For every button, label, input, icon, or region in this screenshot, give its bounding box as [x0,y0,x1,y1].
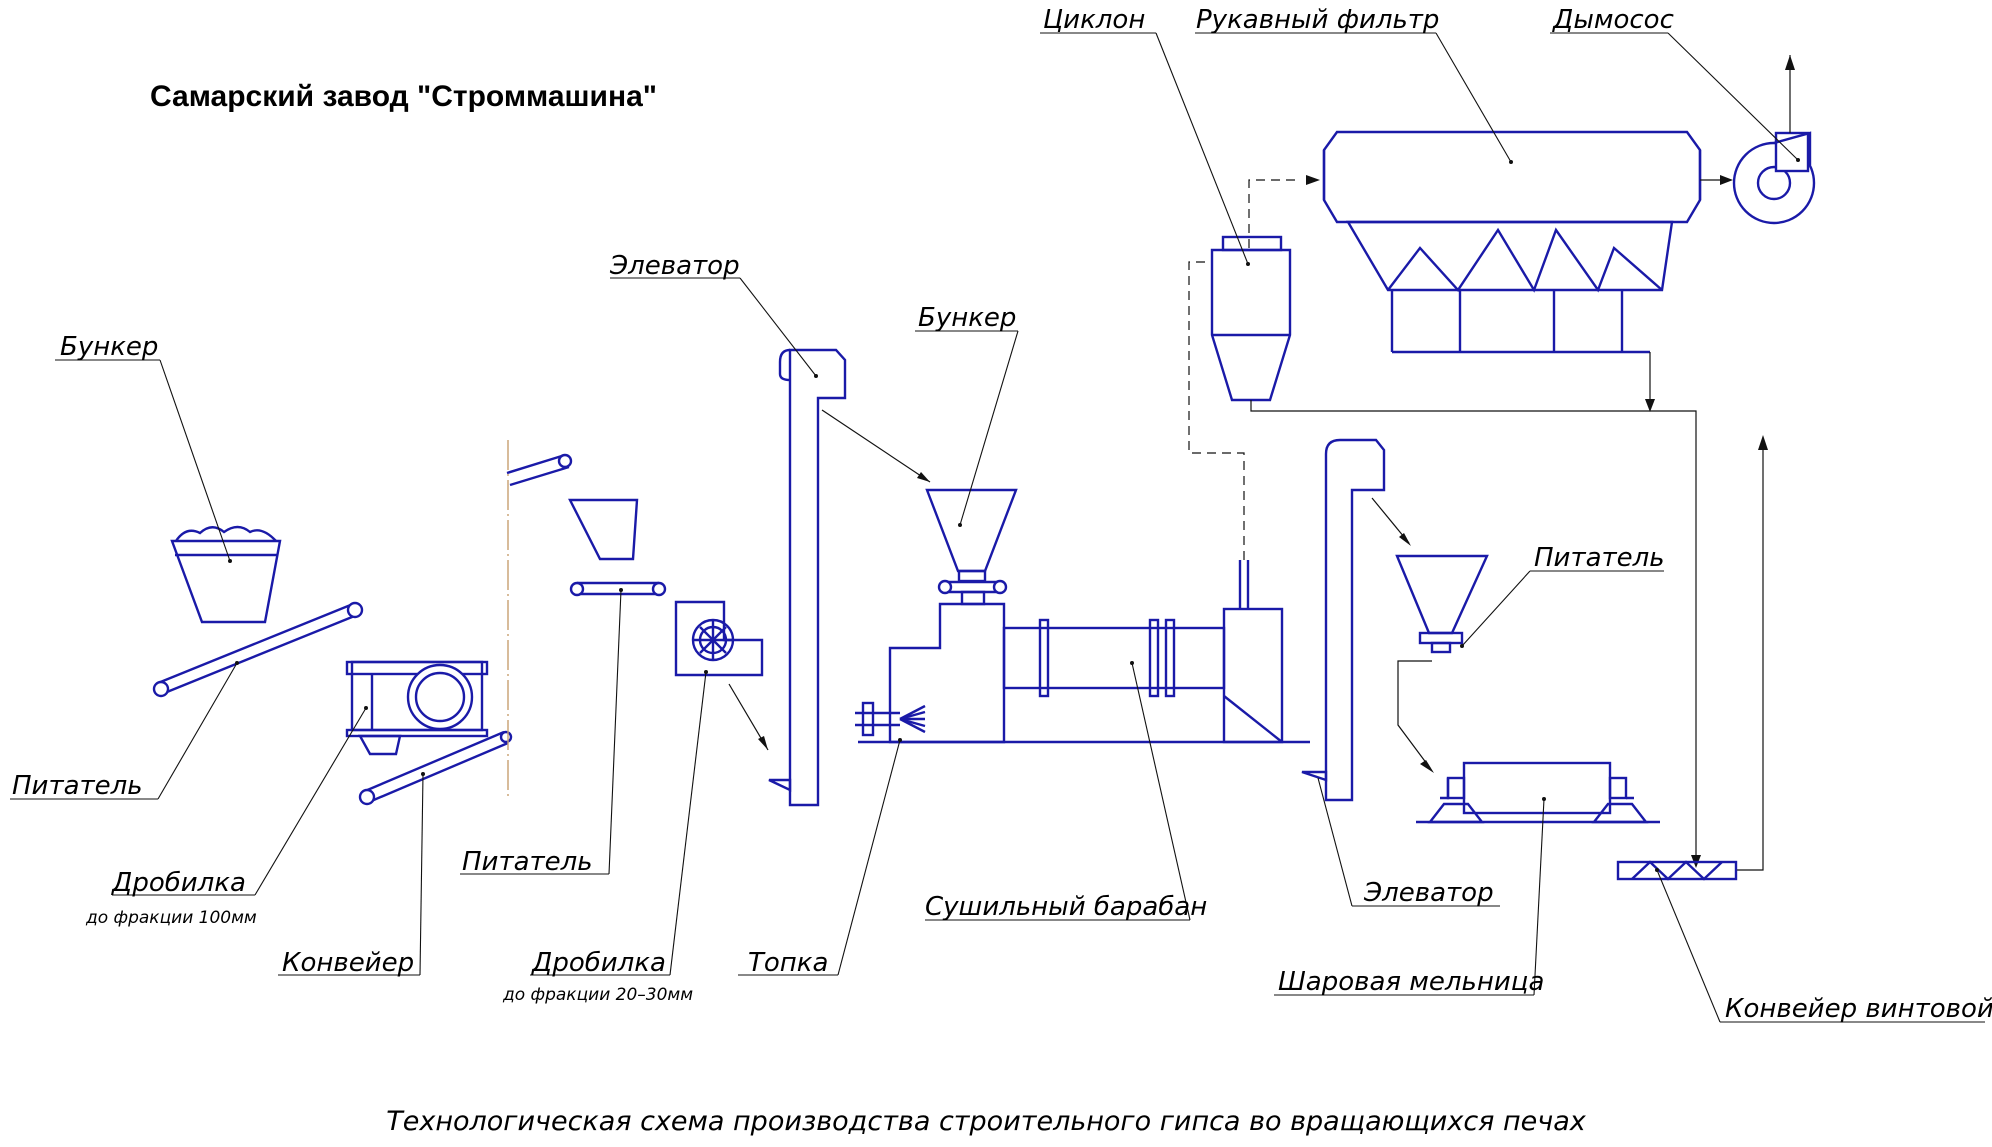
label-bunker-2: Бункер [918,303,1016,333]
label-exhauster: Дымосос [1552,5,1674,35]
conveyor-1 [358,730,513,806]
label-bag-filter: Рукавный фильтр [1196,5,1439,35]
crusher-2 [674,600,764,677]
feeder-3 [1395,554,1489,773]
feeder-1 [152,601,364,698]
diagram-caption: Технологическая схема производства строи… [386,1106,1587,1137]
cyclone [1210,235,1292,402]
product-lines [1250,352,1768,871]
label-feeder-2: Питатель [462,847,593,877]
label-furnace: Топка [748,948,828,978]
flow-arrows-elevator-1 [728,409,931,751]
diagram-title: Самарский завод "Строммашина" [150,80,657,113]
drying-drum [858,560,1310,744]
label-conveyor-1: Конвейер [282,948,414,978]
label-cyclone: Циклон [1043,5,1145,35]
elevator-2 [1301,438,1411,802]
label-ball-mill: Шаровая мельница [1278,967,1544,997]
leader-lines [10,32,1985,1023]
label-feeder-3: Питатель [1534,543,1665,573]
label-bunker-1: Бункер [60,332,158,362]
labels: Бункер Питатель Дробилка до фракции 100м… [12,5,1992,1024]
note-crusher-2: до фракции 20–30мм [502,985,693,1005]
label-drying-drum: Сушильный барабан [925,892,1207,922]
label-crusher-2: Дробилка [531,948,666,978]
elevator-1 [768,348,847,807]
ball-mill [1416,761,1660,824]
bag-filter [1322,130,1702,354]
label-screw-conveyor: Конвейер винтовой [1725,994,1992,1024]
bunker-2 [925,488,1018,583]
exhauster [1700,55,1816,225]
belt-conveyor-upper [506,453,573,487]
label-crusher-1: Дробилка [111,868,246,898]
label-elevator-2: Элеватор [1363,878,1494,908]
screw-conveyor [1616,860,1738,881]
label-feeder-1: Питатель [12,771,143,801]
gas-duct-dashed [1188,175,1320,560]
note-crusher-1: до фракции 100мм [85,908,257,928]
bunker-1 [170,525,282,624]
furnace-burner [855,701,926,742]
crusher-1 [345,660,489,756]
label-elevator-1: Элеватор [609,251,740,281]
feeder-2 [568,498,667,597]
